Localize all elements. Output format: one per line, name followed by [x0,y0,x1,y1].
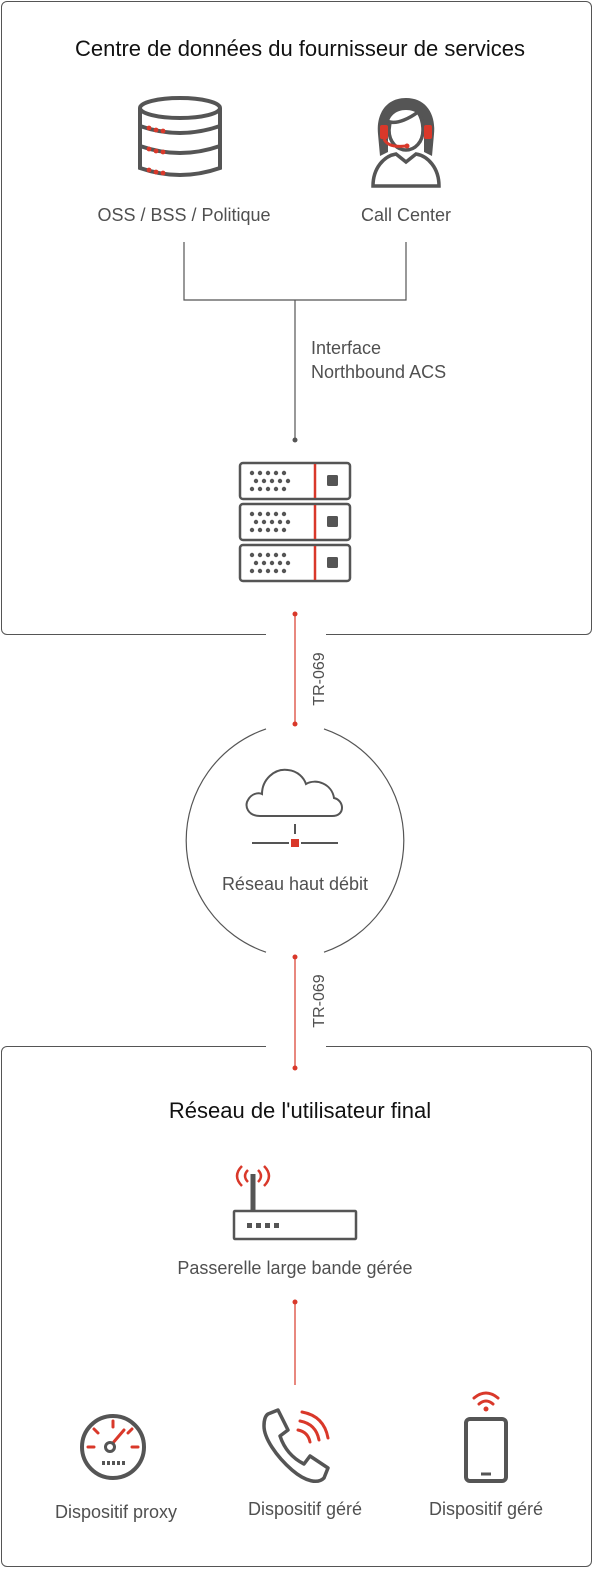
border-gap-top [266,630,326,640]
cloud-network-icon [245,768,343,847]
call-center-label: Call Center [360,205,452,225]
gauge-icon [80,1414,146,1480]
broadband-label: Réseau haut débit [221,874,369,894]
server-rack-icon [238,461,352,583]
smartphone-icon [464,1391,508,1483]
interface-line2: Northbound ACS [311,362,447,382]
provider-datacenter-box [1,1,592,635]
gateway-label: Passerelle large bande gérée [177,1258,413,1278]
router-icon [232,1165,358,1241]
headset-agent-icon [371,98,441,188]
oss-bss-label: OSS / BSS / Politique [97,205,271,225]
interface-line1: Interface [311,338,382,358]
northbound-interface-label: Interface Northbound ACS [311,336,446,384]
upper-tr069-label: TR-069 [311,652,328,706]
database-icon [138,96,222,177]
bracket-connector [183,242,407,301]
provider-title: Centre de données du fournisseur de serv… [74,36,526,61]
phone-icon [262,1408,330,1484]
end-user-title: Réseau de l'utilisateur final [168,1098,432,1123]
device-label-phone: Dispositif géré [247,1499,363,1519]
lower-tr069-label: TR-069 [311,974,328,1028]
broadband-circle [185,728,267,953]
device-label-proxy: Dispositif proxy [54,1502,178,1522]
border-gap-bottom [266,1041,326,1051]
device-label-smartphone: Dispositif géré [428,1499,544,1519]
